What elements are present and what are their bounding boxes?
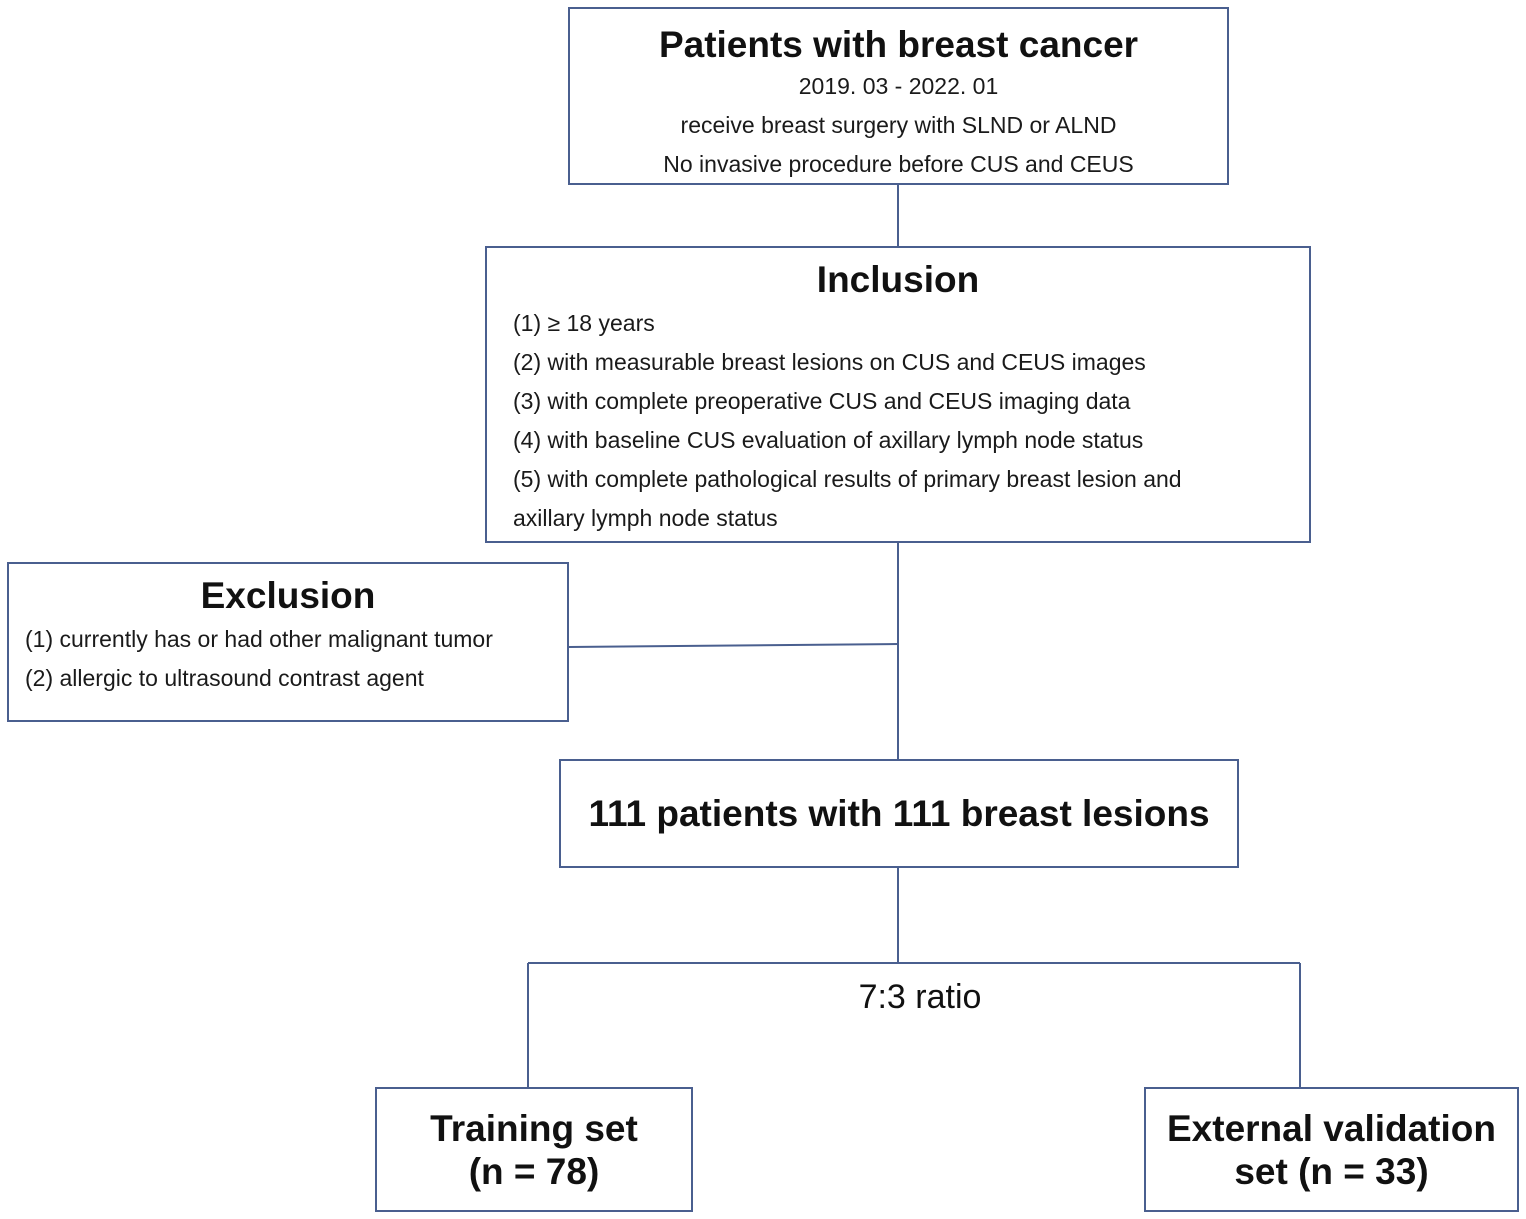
- inclusion-criterion: (3) with complete preoperative CUS and C…: [513, 388, 1131, 414]
- patients-surgery-criterion: receive breast surgery with SLND or ALND: [680, 112, 1117, 138]
- inclusion-criterion-continued: axillary lymph node status: [513, 505, 778, 531]
- cohort-title: 111 patients with 111 breast lesions: [588, 792, 1210, 834]
- training-set-count: (n = 78): [468, 1150, 600, 1192]
- validation-set-box: External validation set (n = 33): [1144, 1087, 1519, 1212]
- inclusion-criterion: (5) with complete pathological results o…: [513, 466, 1182, 492]
- exclusion-criterion: (2) allergic to ultrasound contrast agen…: [25, 665, 424, 691]
- patients-title: Patients with breast cancer: [658, 24, 1139, 65]
- patients-box: Patients with breast cancer 2019. 03 - 2…: [568, 7, 1229, 185]
- validation-set-count: set (n = 33): [1234, 1150, 1429, 1192]
- inclusion-title: Inclusion: [816, 259, 980, 300]
- split-ratio-label: 7:3 ratio: [858, 978, 982, 1016]
- exclusion-criterion: (1) currently has or had other malignant…: [25, 626, 493, 652]
- patients-procedure-criterion: No invasive procedure before CUS and CEU…: [663, 151, 1134, 177]
- exclusion-title: Exclusion: [200, 575, 376, 616]
- validation-set-label: External validation: [1167, 1107, 1496, 1149]
- exclusion-box: Exclusion (1) currently has or had other…: [7, 562, 569, 722]
- patients-date-range: 2019. 03 - 2022. 01: [798, 73, 999, 99]
- cohort-box: 111 patients with 111 breast lesions: [559, 759, 1239, 868]
- inclusion-criterion: (4) with baseline CUS evaluation of axil…: [513, 427, 1144, 453]
- connector-exclusion-branch: [568, 643, 899, 648]
- inclusion-criterion: (2) with measurable breast lesions on CU…: [513, 349, 1146, 375]
- inclusion-criterion: (1) ≥ 18 years: [513, 310, 655, 336]
- inclusion-box: Inclusion (1) ≥ 18 years (2) with measur…: [485, 246, 1311, 543]
- training-set-label: Training set: [430, 1107, 638, 1149]
- training-set-box: Training set (n = 78): [375, 1087, 693, 1212]
